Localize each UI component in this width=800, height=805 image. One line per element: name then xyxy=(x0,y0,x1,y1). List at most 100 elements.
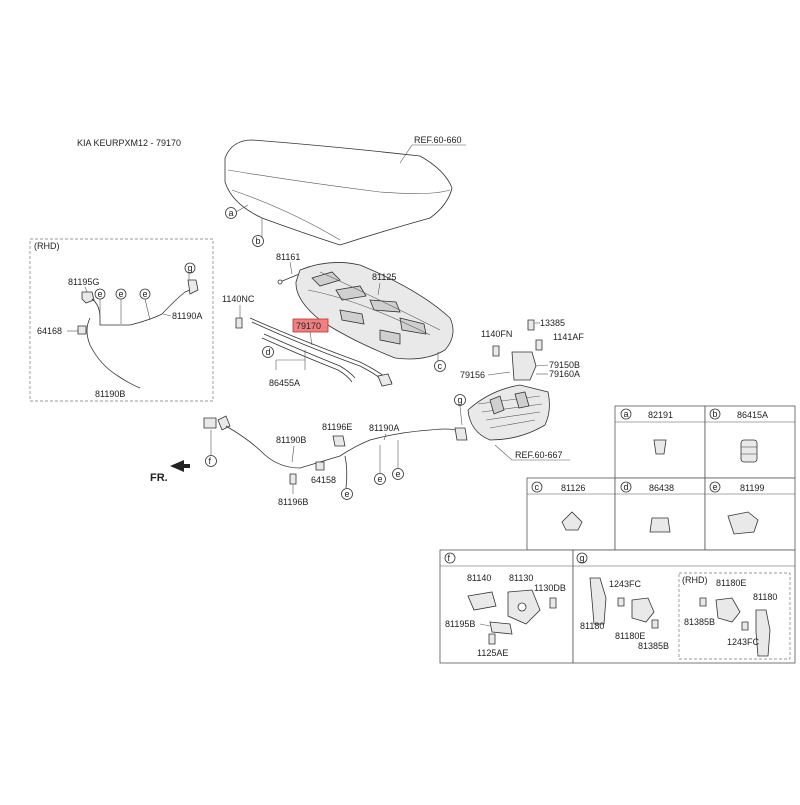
part-81180e-bracket xyxy=(631,597,655,623)
svg-text:f: f xyxy=(448,553,451,563)
part-release-handle xyxy=(203,417,217,429)
callout-e-mid-3 xyxy=(392,468,404,480)
svg-text:a: a xyxy=(229,208,234,218)
callout-d-strip xyxy=(262,346,274,358)
label-81180-rhd: 81180 xyxy=(753,592,777,602)
label-81190b-mid: 81190B xyxy=(276,435,306,445)
legend-part-86438: 86438 xyxy=(649,483,674,493)
front-arrow-icon xyxy=(170,460,190,472)
legend-part-81199: 81199 xyxy=(740,483,764,493)
label-81385b-rhd: 81385B xyxy=(684,617,715,627)
svg-text:c: c xyxy=(438,361,443,371)
label-1125ae: 1125AE xyxy=(477,648,508,658)
svg-text:a: a xyxy=(624,409,629,419)
svg-text:e: e xyxy=(396,469,401,479)
label-81195g: 81195G xyxy=(68,277,99,287)
legend-part-86415a: 86415A xyxy=(737,410,768,420)
label-81130: 81130 xyxy=(509,573,533,583)
part-1243fc-rhd xyxy=(741,621,749,631)
label-79156: 79156 xyxy=(460,370,485,380)
part-1140fn-bolt xyxy=(492,345,500,357)
callout-g-latch xyxy=(454,394,466,406)
svg-text:d: d xyxy=(624,482,629,492)
label-1243fc: 1243FC xyxy=(609,579,642,589)
label-81140: 81140 xyxy=(467,573,491,583)
part-81196e xyxy=(332,435,346,447)
label-79170: 79170 xyxy=(296,321,321,331)
part-1243fc-screw xyxy=(617,597,625,607)
part-81196b xyxy=(289,473,297,485)
svg-text:b: b xyxy=(713,409,718,419)
label-1141af: 1141AF xyxy=(553,332,584,342)
label-1130db: 1130DB xyxy=(534,583,566,593)
front-direction-label: FR. xyxy=(150,472,168,484)
hood-panel xyxy=(224,139,453,246)
callout-f xyxy=(205,455,217,467)
svg-text:e: e xyxy=(713,482,718,492)
label-86455a: 86455A xyxy=(269,378,300,388)
callout-e-mid-1 xyxy=(341,488,353,500)
label-81180e-rhd: 81180E xyxy=(716,578,746,588)
part-86438-clip xyxy=(649,517,671,533)
svg-text:f: f xyxy=(209,456,212,466)
svg-text:c: c xyxy=(535,482,540,492)
label-79160a: 79160A xyxy=(549,369,580,379)
callout-g-rhd xyxy=(184,262,196,274)
part-81385b-screw xyxy=(651,619,659,629)
label-13385: 13385 xyxy=(540,318,565,328)
label-81190b-left: 81190B xyxy=(95,389,125,399)
part-1140nc-bolt xyxy=(235,317,243,329)
part-86415a-stopper xyxy=(740,439,758,463)
label-1140nc: 1140NC xyxy=(222,294,255,304)
part-86455a-strip xyxy=(263,333,356,379)
part-81180e-rhd xyxy=(715,597,741,623)
part-81190-cable xyxy=(225,425,456,469)
svg-text:e: e xyxy=(345,489,350,499)
part-81180-handle xyxy=(589,577,607,625)
callout-a-hood xyxy=(225,207,237,219)
label-81180: 81180 xyxy=(580,621,604,631)
svg-text:g: g xyxy=(458,395,463,405)
part-81180-rhd xyxy=(755,609,771,657)
part-cable-end-rhd xyxy=(187,279,199,295)
part-81385b-rhd xyxy=(699,597,707,607)
svg-text:g: g xyxy=(580,553,585,563)
part-hinge xyxy=(511,351,537,381)
svg-text:e: e xyxy=(378,474,383,484)
legend-part-82191: 82191 xyxy=(648,410,673,420)
rhd-box-left xyxy=(29,238,214,402)
callout-e-mid-2 xyxy=(374,473,386,485)
rhd-box-g xyxy=(678,572,791,660)
part-81126-clip xyxy=(561,511,583,531)
detail-f-callout xyxy=(444,552,456,564)
part-81140-lever xyxy=(467,591,497,611)
part-13385 xyxy=(527,319,535,331)
svg-text:b: b xyxy=(256,236,261,246)
front-panel-structure xyxy=(467,384,550,441)
ref-hood-label: REF.60-660 xyxy=(414,135,462,145)
label-1243fc-rhd: 1243FC xyxy=(727,637,760,647)
label-81385b: 81385B xyxy=(638,641,669,651)
legend-callout-c xyxy=(531,481,543,493)
label-81196e: 81196E xyxy=(322,422,352,432)
callout-b-hood xyxy=(252,235,264,247)
callout-c-pad xyxy=(434,360,446,372)
svg-text:d: d xyxy=(266,347,271,357)
svg-text:e: e xyxy=(119,289,124,299)
svg-text:e: e xyxy=(98,289,103,299)
label-81161: 81161 xyxy=(276,252,300,262)
part-1130db-bolt xyxy=(549,597,557,609)
legend-callout-d xyxy=(620,481,632,493)
label-81195b: 81195B xyxy=(445,619,475,629)
part-81195g xyxy=(81,291,95,304)
label-81125: 81125 xyxy=(372,272,396,282)
detail-g-callout xyxy=(576,552,588,564)
ref-panel-label: REF.60-667 xyxy=(515,450,563,460)
label-79150b: 79150B xyxy=(549,360,580,370)
part-64168 xyxy=(77,325,87,335)
label-64158: 64158 xyxy=(311,475,336,485)
highlight-79170 xyxy=(292,318,329,333)
diagram-title: KIA KEURPXM12 - 79170 xyxy=(77,138,181,148)
rhd-label-g: (RHD) xyxy=(682,575,708,585)
